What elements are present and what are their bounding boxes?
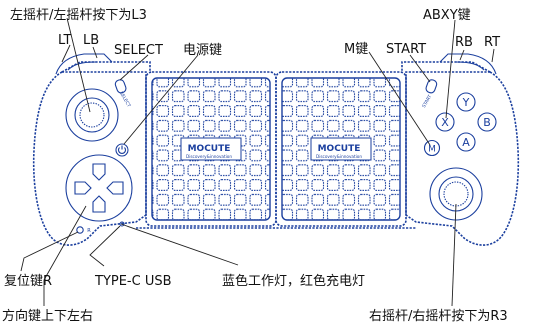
controller-body: [32, 53, 520, 246]
label-usb: TYPE-C USB: [94, 274, 172, 289]
leader-abxy: [445, 19, 456, 119]
label-rb: RB: [455, 35, 473, 50]
leader-lb: [92, 46, 98, 59]
leader-reset: [20, 231, 79, 272]
leader-lines: [20, 17, 495, 307]
brand-logo: MOCUTE: [188, 144, 231, 154]
left-trigger-outline: [55, 53, 113, 75]
right-trigger-outline: [439, 53, 497, 75]
dpad-up-icon: [92, 163, 106, 181]
left-stick[interactable]: [65, 88, 119, 142]
leader-m: [368, 51, 431, 146]
leader-select: [119, 54, 149, 81]
leader-power: [123, 54, 199, 145]
y-button[interactable]: Y: [456, 92, 476, 112]
select-button[interactable]: SELECT: [114, 79, 132, 109]
label-dpad: 方向键上下左右: [2, 308, 93, 324]
dpad-down-icon: [92, 195, 106, 213]
a-button[interactable]: A: [456, 132, 476, 152]
label-lt: LT: [58, 33, 71, 48]
x-button[interactable]: X: [435, 112, 455, 132]
label-left-stick: 左摇杆/左摇杆按下为L3: [10, 8, 147, 23]
svg-text:M: M: [428, 145, 436, 155]
label-led: 蓝色工作灯，红色充电灯: [222, 273, 365, 289]
reset-print: R: [87, 228, 91, 234]
svg-text:X: X: [441, 116, 449, 129]
svg-text:B: B: [483, 116, 491, 129]
label-right-stick: 右摇杆/右摇杆按下为R3: [369, 309, 508, 324]
led-indicator: [119, 221, 125, 227]
label-power: 电源键: [183, 43, 222, 58]
brand-plate-left: MOCUTE Discovery&innovation: [180, 137, 242, 161]
dpad-right-icon: [106, 181, 124, 195]
left-bumper-outline: [67, 61, 97, 71]
power-icon[interactable]: [115, 143, 129, 157]
label-abxy: ABXY键: [423, 8, 471, 23]
select-print: SELECT: [118, 91, 132, 109]
leader-lt: [61, 44, 71, 63]
label-m-key: M键: [344, 42, 368, 57]
label-start: START: [386, 42, 426, 57]
dpad[interactable]: [65, 154, 133, 222]
label-select: SELECT: [114, 43, 163, 58]
reset-button[interactable]: R: [76, 226, 91, 234]
start-print: START: [421, 94, 433, 109]
dpad-left-icon: [74, 181, 92, 195]
brand-slogan: Discovery&innovation: [316, 154, 362, 159]
svg-text:A: A: [462, 136, 470, 149]
leader-usb: [89, 225, 121, 267]
leader-start: [409, 54, 431, 83]
label-reset: 复位键R: [4, 274, 52, 289]
leader-rb: [459, 49, 465, 61]
right-bumper-outline: [455, 61, 485, 71]
m-button[interactable]: M: [423, 139, 441, 157]
leader-led: [120, 223, 239, 266]
label-lb: LB: [83, 33, 99, 48]
leader-rt: [491, 48, 495, 63]
leader-right-stick: [451, 203, 457, 307]
b-button[interactable]: B: [477, 112, 497, 132]
brand-plate-right: MOCUTE Discovery&innovation: [310, 137, 372, 161]
brand-logo: MOCUTE: [318, 144, 361, 154]
phone-holder-left: MOCUTE Discovery&innovation: [145, 71, 277, 227]
brand-slogan: Discovery&innovation: [186, 154, 232, 159]
leader-dpad: [43, 205, 87, 306]
phone-holder-right: MOCUTE Discovery&innovation: [275, 71, 407, 227]
start-button[interactable]: START: [421, 79, 438, 109]
svg-text:Y: Y: [462, 96, 470, 109]
leader-left-stick: [66, 17, 91, 113]
label-rt: RT: [484, 35, 500, 50]
